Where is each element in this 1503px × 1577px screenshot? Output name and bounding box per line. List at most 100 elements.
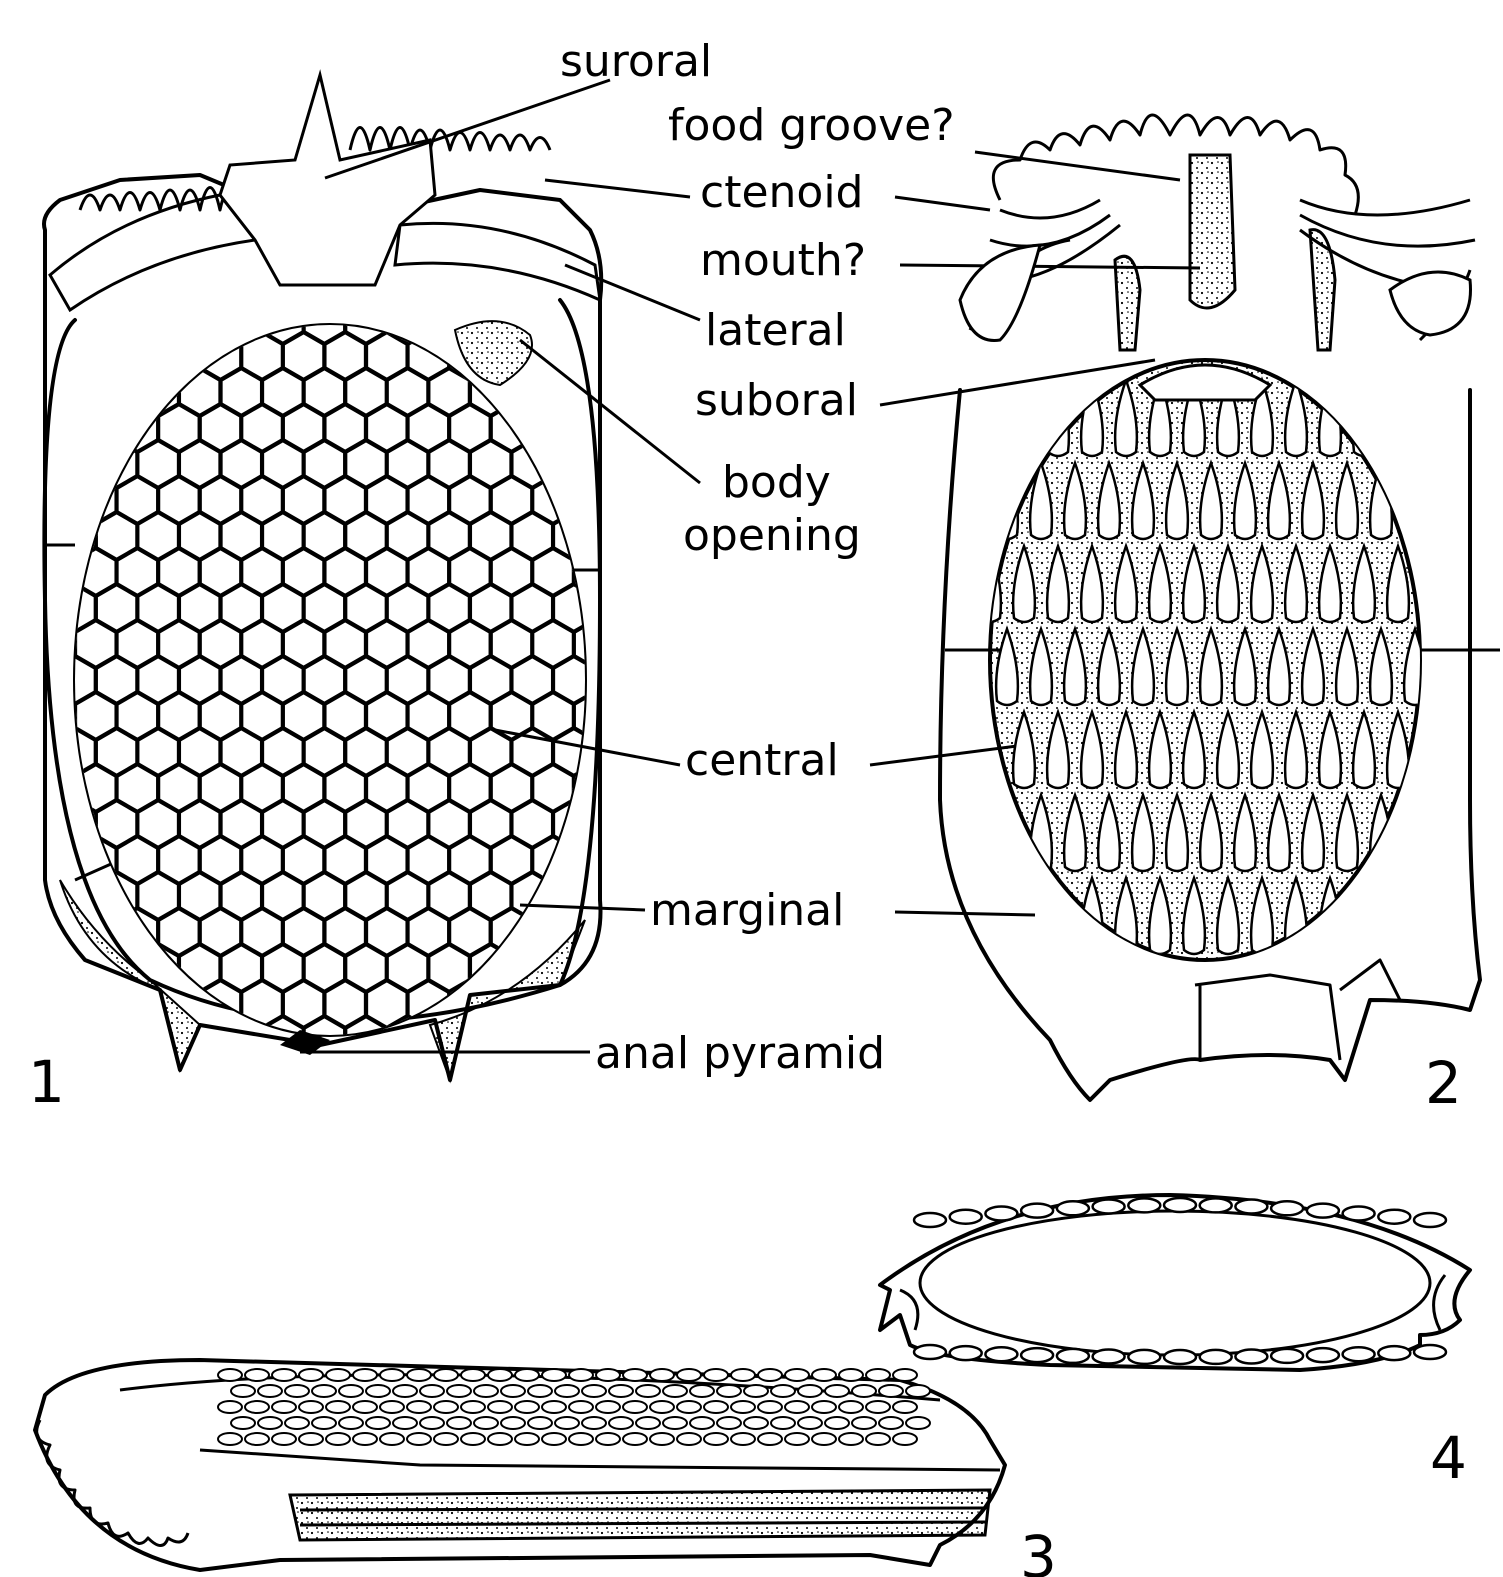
central-plate bbox=[582, 1385, 606, 1397]
central-plate bbox=[663, 1417, 687, 1429]
central-plate bbox=[596, 945, 636, 991]
figure-number-1: 1 bbox=[28, 1048, 65, 1116]
central-plate bbox=[542, 1401, 566, 1413]
central-plate bbox=[117, 1053, 157, 1099]
central-plate bbox=[393, 1385, 417, 1397]
fig2-mouth bbox=[1190, 155, 1235, 308]
central-plate bbox=[218, 1401, 242, 1413]
central-plate bbox=[554, 441, 594, 487]
central-plate bbox=[474, 1417, 498, 1429]
rim-plate bbox=[1378, 1346, 1410, 1360]
central-plate bbox=[616, 837, 656, 883]
central-plate bbox=[677, 1401, 701, 1413]
central-plate bbox=[380, 1369, 404, 1381]
central-plate bbox=[704, 1401, 728, 1413]
central-plate bbox=[785, 1401, 809, 1413]
central-plate bbox=[353, 1369, 377, 1381]
central-plate bbox=[245, 1433, 269, 1445]
central-plate bbox=[299, 1401, 323, 1413]
spindle-plate bbox=[1013, 380, 1035, 456]
central-plate bbox=[258, 1417, 282, 1429]
central-plate bbox=[76, 1053, 116, 1099]
central-plate bbox=[285, 1417, 309, 1429]
central-plate bbox=[744, 1385, 768, 1397]
rim-plate bbox=[1057, 1349, 1089, 1363]
spindle-plate bbox=[979, 380, 1001, 456]
label-food-groove: food groove? bbox=[668, 100, 955, 151]
spindle-plate bbox=[1353, 878, 1375, 954]
rim-plate bbox=[1164, 1198, 1196, 1212]
spindle-plate bbox=[979, 878, 1001, 954]
central-plate bbox=[407, 1433, 431, 1445]
central-plate bbox=[299, 1369, 323, 1381]
label-central: central bbox=[685, 735, 839, 786]
central-plate bbox=[717, 1385, 741, 1397]
central-plate bbox=[542, 1369, 566, 1381]
label-anal-pyramid: anal pyramid bbox=[595, 1028, 885, 1079]
rim-plate bbox=[1343, 1207, 1375, 1221]
central-plate bbox=[575, 837, 615, 883]
label-lateral: lateral bbox=[705, 305, 846, 356]
fig3-ctenoid-rim bbox=[37, 1420, 188, 1546]
central-plate bbox=[180, 297, 220, 343]
central-plate bbox=[474, 1385, 498, 1397]
central-plate bbox=[515, 1369, 539, 1381]
central-plate bbox=[76, 981, 116, 1027]
central-plate bbox=[501, 1385, 525, 1397]
central-plate bbox=[201, 1053, 241, 1099]
central-plate bbox=[636, 1417, 660, 1429]
central-plate bbox=[785, 1433, 809, 1445]
central-plate bbox=[528, 1417, 552, 1429]
central-plate bbox=[515, 1433, 539, 1445]
label-marginal: marginal bbox=[650, 885, 844, 936]
central-plate bbox=[866, 1433, 890, 1445]
rim-plate bbox=[1414, 1213, 1446, 1227]
central-plate bbox=[616, 765, 656, 811]
central-plate bbox=[758, 1369, 782, 1381]
central-plate bbox=[218, 1369, 242, 1381]
central-plate bbox=[636, 1385, 660, 1397]
central-plate bbox=[339, 1417, 363, 1429]
labels: suroral food groove? ctenoid mouth? late… bbox=[560, 36, 955, 1079]
rim-plate bbox=[1093, 1350, 1125, 1364]
rim-plate bbox=[985, 1347, 1017, 1361]
central-plate bbox=[117, 333, 157, 379]
central-plate bbox=[55, 513, 95, 559]
figure-3-specimen bbox=[35, 1360, 1005, 1570]
central-plate bbox=[785, 1369, 809, 1381]
central-plate bbox=[569, 1433, 593, 1445]
spindle-plate bbox=[1387, 380, 1409, 456]
central-plate bbox=[690, 1417, 714, 1429]
central-plate bbox=[488, 1433, 512, 1445]
central-plate bbox=[533, 405, 573, 451]
fig2-central-plates bbox=[979, 360, 1426, 960]
spindle-plate bbox=[1081, 380, 1103, 456]
central-plate bbox=[771, 1385, 795, 1397]
rim-plate bbox=[914, 1213, 946, 1227]
central-plate bbox=[616, 621, 656, 667]
fig1-lateral-plate-right bbox=[395, 223, 600, 300]
central-plate bbox=[554, 297, 594, 343]
rim-plate bbox=[1021, 1204, 1053, 1218]
figure-1-specimen bbox=[44, 75, 656, 1099]
rim-plate bbox=[1093, 1200, 1125, 1214]
central-plate bbox=[596, 1401, 620, 1413]
figure-2-specimen bbox=[940, 115, 1500, 1100]
central-plate bbox=[677, 1369, 701, 1381]
label-suroral: suroral bbox=[560, 36, 712, 87]
central-plate bbox=[407, 1369, 431, 1381]
central-plate bbox=[812, 1369, 836, 1381]
central-plate bbox=[569, 1369, 593, 1381]
central-plate bbox=[434, 1433, 458, 1445]
central-plate bbox=[353, 1401, 377, 1413]
central-plate bbox=[609, 1385, 633, 1397]
central-plate bbox=[798, 1385, 822, 1397]
rim-plate bbox=[1128, 1198, 1160, 1212]
central-plate bbox=[744, 1417, 768, 1429]
central-plate bbox=[245, 1369, 269, 1381]
central-plate bbox=[55, 945, 95, 991]
central-plate bbox=[159, 333, 199, 379]
central-plate bbox=[771, 1417, 795, 1429]
central-plate bbox=[55, 441, 95, 487]
central-plate bbox=[512, 1017, 552, 1063]
